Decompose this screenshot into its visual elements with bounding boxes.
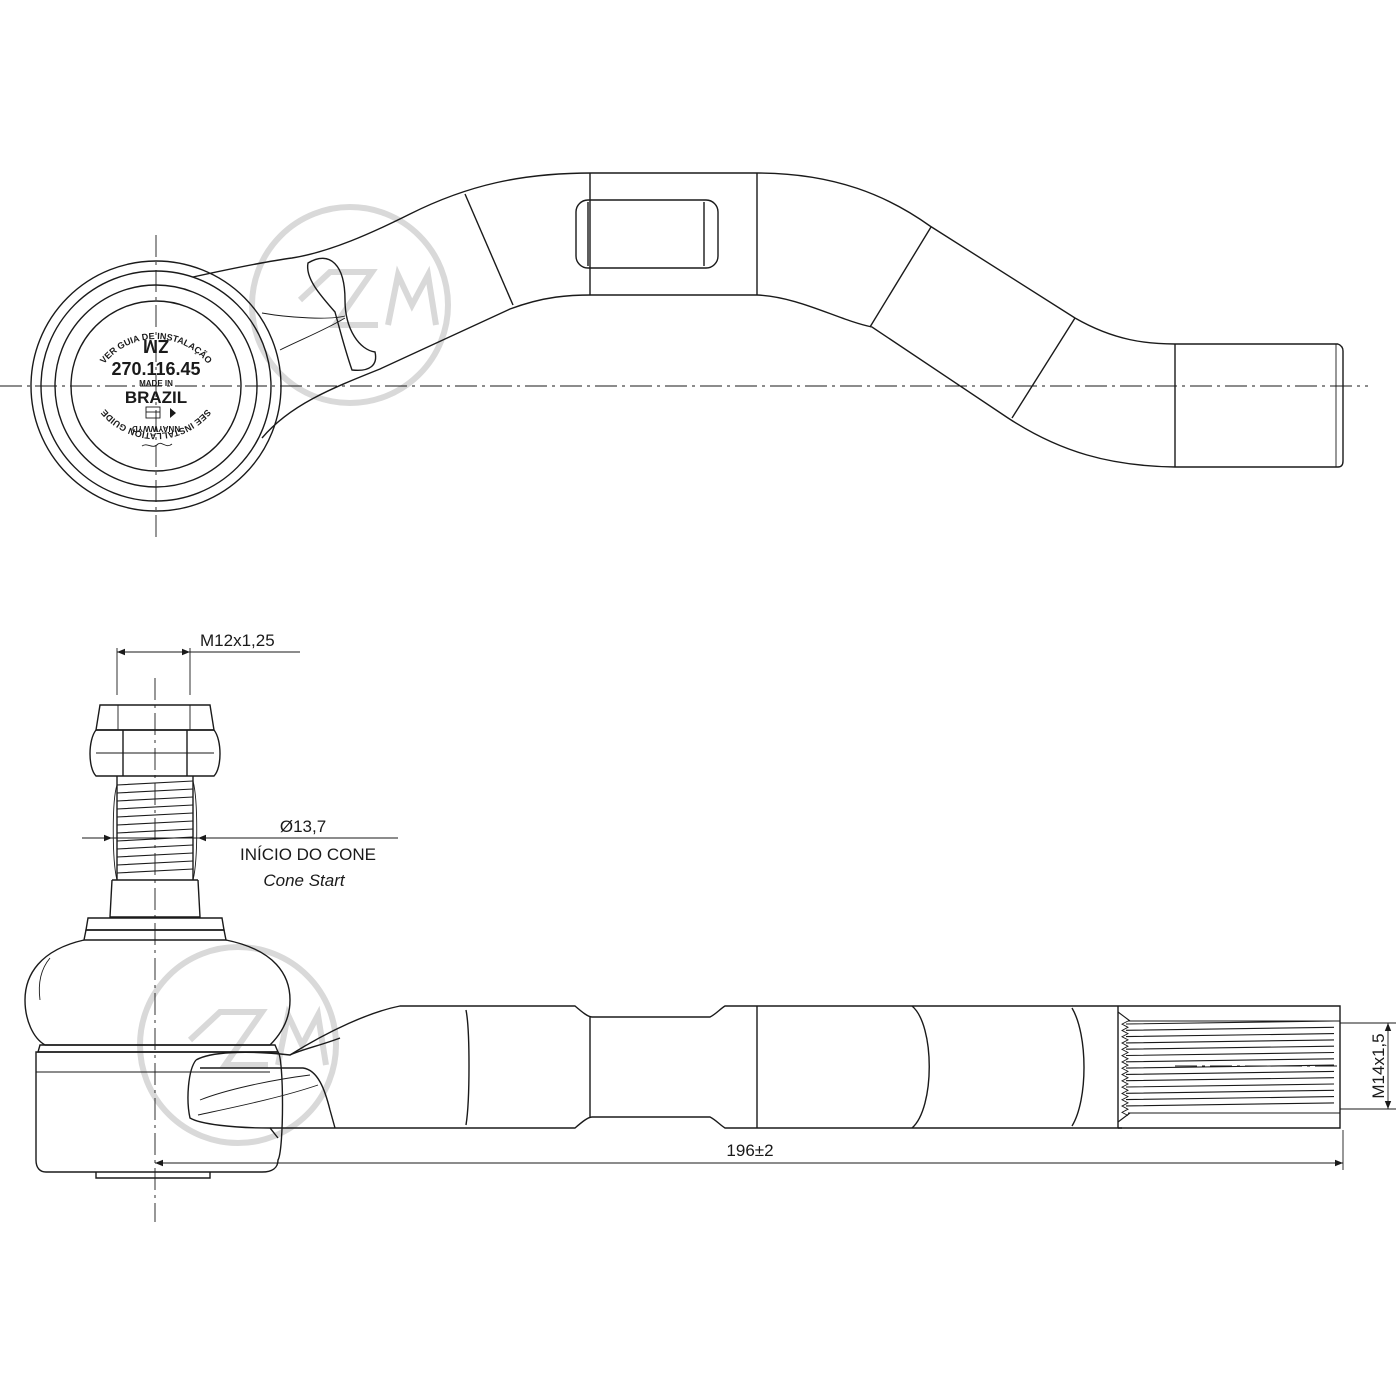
signature-mark	[141, 442, 173, 447]
stamp-country: BRAZIL	[125, 388, 187, 407]
cone-start-label-en: Cone Start	[263, 871, 346, 890]
ball-joint-housing-side	[24, 917, 291, 1179]
dim-shaft-thread-label: M14x1,5	[1369, 1033, 1388, 1098]
ball-joint-housing-top	[30, 260, 282, 512]
shaft-thread	[1117, 1011, 1340, 1123]
tie-rod-arm-side	[187, 1005, 1341, 1139]
dim-shaft-thread: M14x1,5	[1340, 1022, 1396, 1110]
stamp-made-in: MADE IN	[139, 379, 173, 388]
part-stamp: VER GUIA DE INSTALAÇÃO SEE INSTALLATION …	[98, 331, 214, 447]
date-clock-icon	[145, 406, 176, 419]
shaft-thread-profile	[1121, 1020, 1129, 1116]
tie-rod-arm-top	[192, 172, 1344, 468]
watermark-logo-top	[249, 204, 451, 406]
side-view	[24, 678, 1341, 1222]
stamp-brand: ZM	[143, 336, 169, 356]
threaded-stud	[109, 776, 201, 918]
top-view: VER GUIA DE INSTALAÇÃO SEE INSTALLATION …	[0, 172, 1368, 542]
cone-start-label-pt: INÍCIO DO CONE	[240, 845, 376, 864]
shaft-thread-lines	[1125, 1020, 1335, 1107]
dim-overall-length-label: 196±2	[726, 1141, 773, 1160]
dim-overall-length: 196±2	[155, 1130, 1344, 1170]
castle-nut	[89, 704, 221, 777]
stamp-date-code: NNAYWWYD	[132, 424, 180, 433]
dim-cone-diameter-label: Ø13,7	[280, 817, 326, 836]
dim-stud-thread-label: M12x1,25	[200, 631, 275, 650]
wrench-flat-slot	[575, 199, 719, 269]
stamp-part-number: 270.116.45	[111, 359, 200, 379]
dim-stud-thread: M12x1,25	[116, 631, 300, 695]
dim-cone-diameter: Ø13,7 INÍCIO DO CONE Cone Start	[82, 817, 398, 890]
